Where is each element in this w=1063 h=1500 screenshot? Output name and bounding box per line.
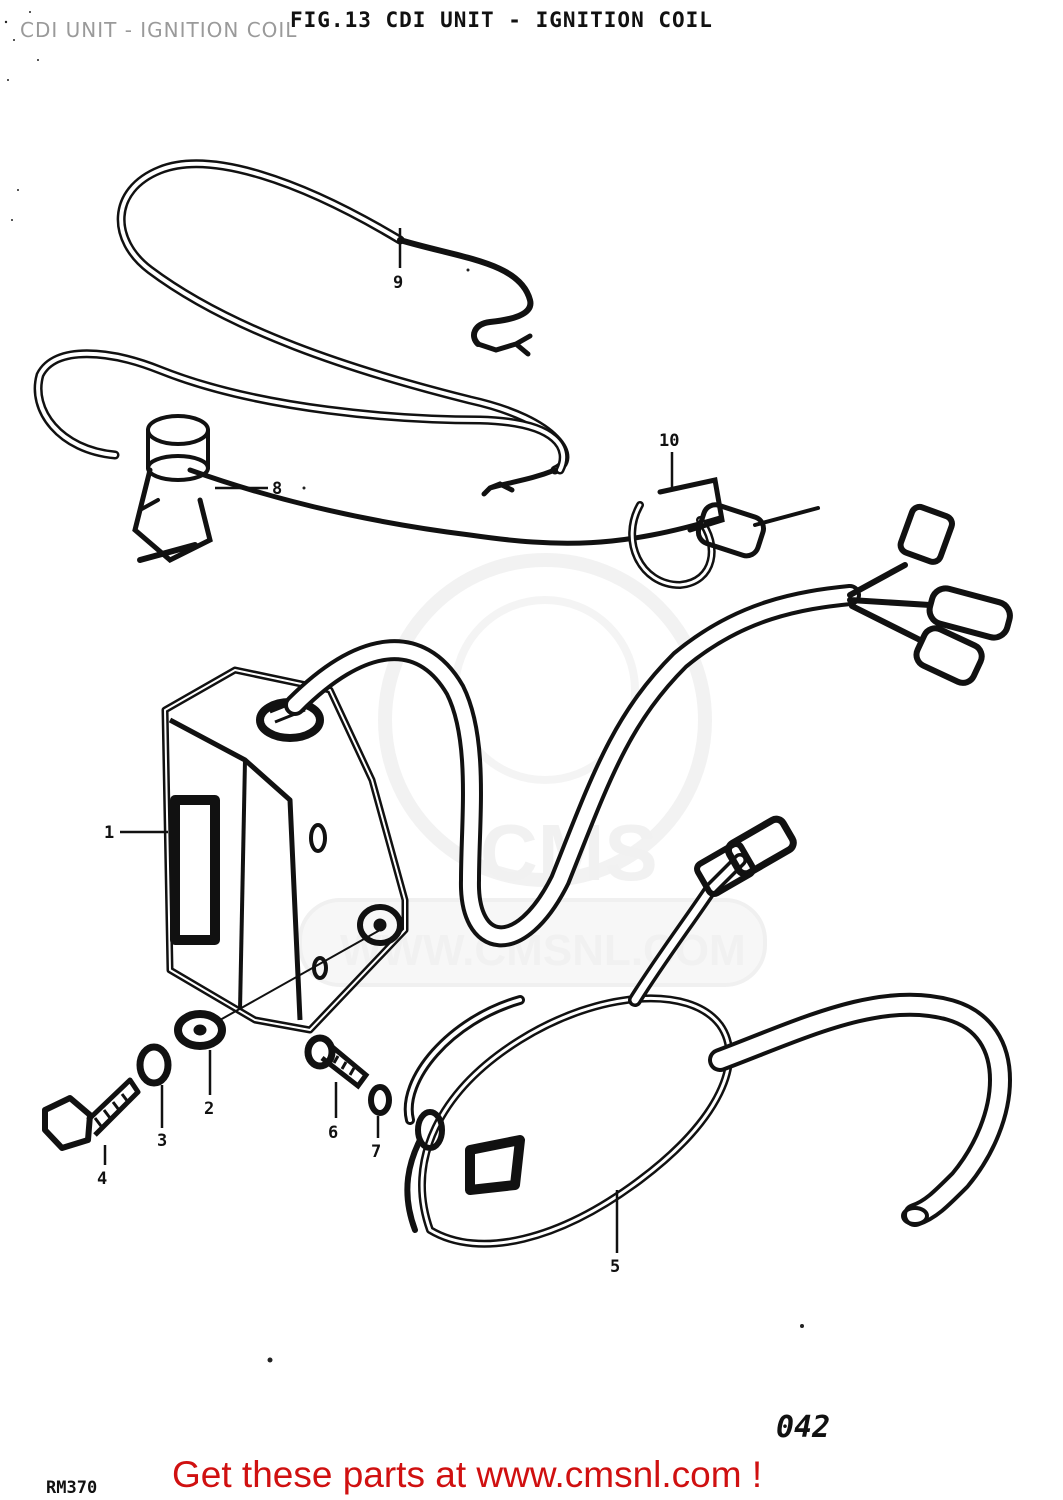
bolt-part bbox=[42, 1077, 141, 1151]
page-title: CDI UNIT - IGNITION COIL bbox=[20, 18, 298, 42]
scan-specks bbox=[4, 11, 804, 1363]
kill-switch-part bbox=[33, 349, 723, 563]
callout-5: 5 bbox=[610, 1257, 620, 1277]
callout-9: 9 bbox=[393, 273, 403, 293]
cdi-unit-part bbox=[161, 666, 409, 1034]
cms-watermark: CMS WWW.CMSNL.COM bbox=[298, 553, 767, 987]
page-code: 042 bbox=[776, 1410, 831, 1445]
ground-wire-part bbox=[116, 159, 570, 497]
washer-part bbox=[174, 929, 381, 1050]
screw-part bbox=[304, 1034, 370, 1090]
callout-6: 6 bbox=[328, 1123, 338, 1143]
callout-labels: 1 2 3 4 5 6 7 8 9 10 bbox=[97, 273, 679, 1277]
cdi-harness bbox=[284, 503, 1013, 948]
callout-8: 8 bbox=[272, 479, 282, 499]
small-lock-washer-part bbox=[368, 1084, 392, 1116]
callout-4: 4 bbox=[97, 1169, 107, 1189]
footer-link[interactable]: Get these parts at www.cmsnl.com ! bbox=[172, 1454, 763, 1495]
leader-lines bbox=[103, 228, 674, 1253]
callout-10: 10 bbox=[659, 431, 679, 451]
callout-3: 3 bbox=[157, 1131, 167, 1151]
corner-code: RM370 bbox=[46, 1478, 98, 1498]
callout-1: 1 bbox=[104, 823, 114, 843]
figure-title: FIG.13 CDI UNIT - IGNITION COIL bbox=[290, 8, 713, 32]
wire-clamp-part bbox=[628, 477, 820, 590]
callout-7: 7 bbox=[371, 1142, 381, 1162]
callout-2: 2 bbox=[204, 1099, 214, 1119]
ignition-coil-part bbox=[403, 815, 1012, 1248]
lock-washer-part bbox=[136, 1043, 172, 1087]
